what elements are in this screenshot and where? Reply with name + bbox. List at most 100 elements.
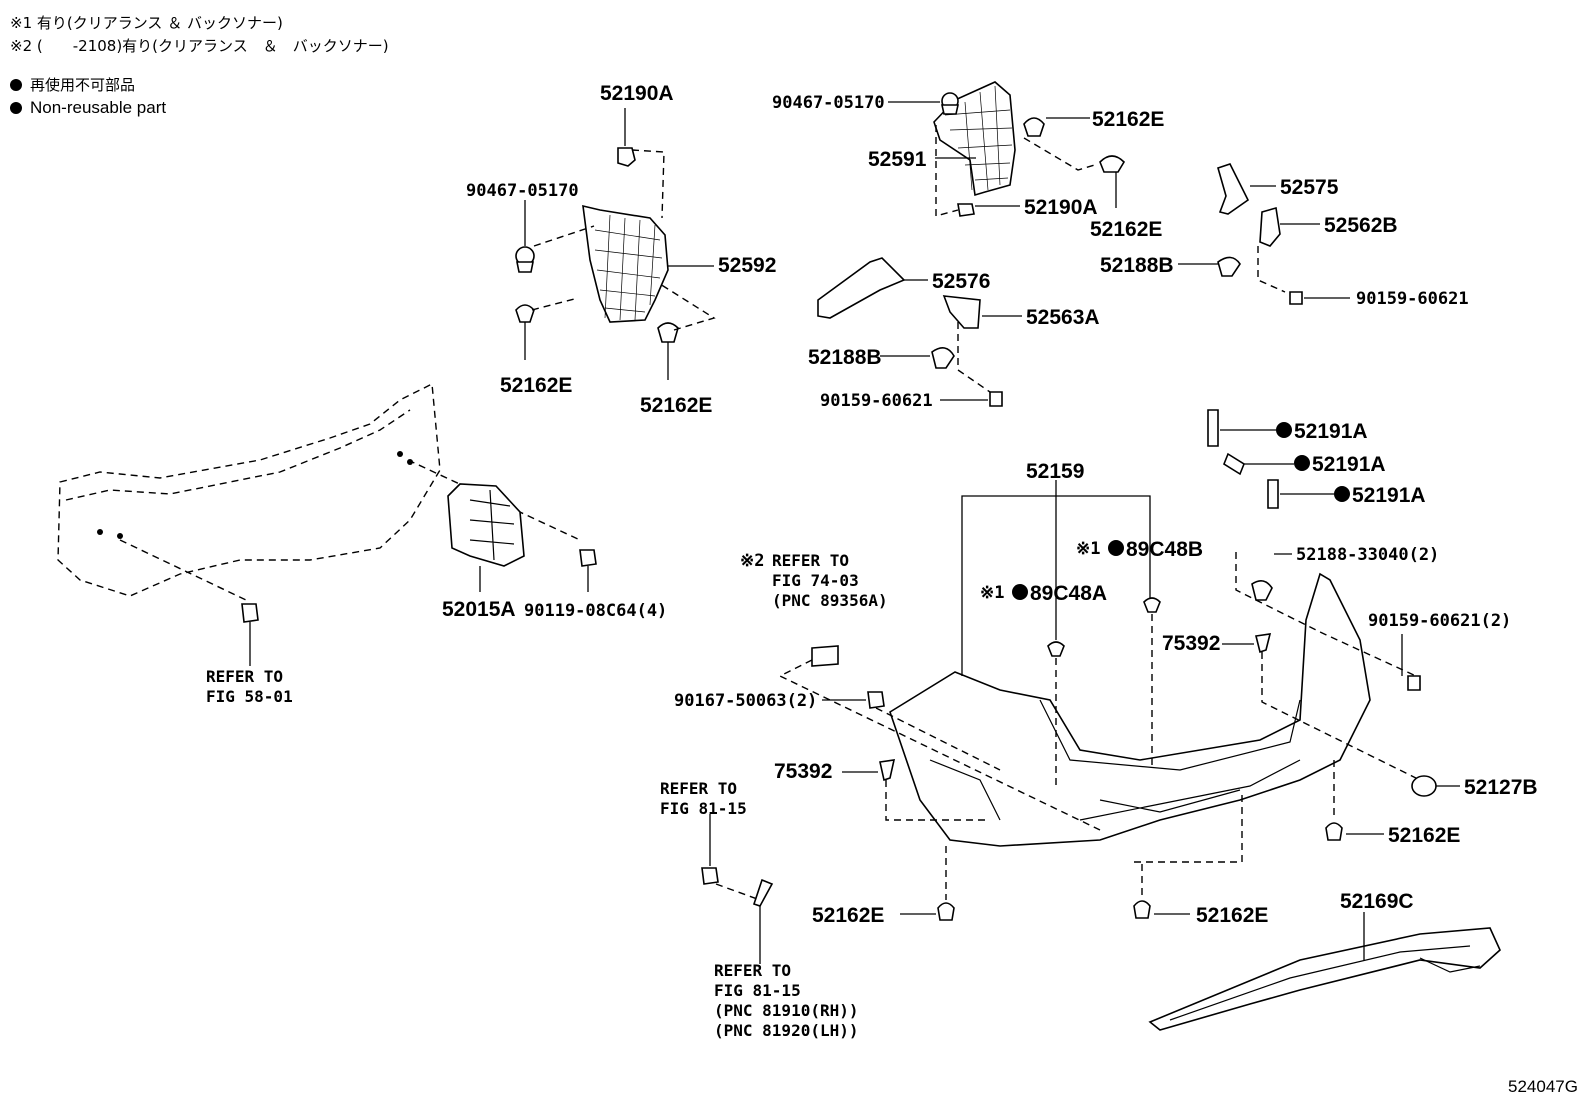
clip-52188B-left[interactable] xyxy=(931,347,955,369)
ref-81b-line2[interactable]: FIG 81-15 xyxy=(714,981,801,1000)
retainer-52563A[interactable] xyxy=(942,295,981,329)
label-52592: 52592 xyxy=(718,254,776,277)
bolt-90159-right[interactable] xyxy=(1289,291,1303,305)
bolt-90119[interactable] xyxy=(579,549,597,567)
label-52190A-right: 52190A xyxy=(1024,196,1098,219)
retainer-75392-left[interactable] xyxy=(879,759,896,782)
ref-81b-line4: (PNC 81920(LH)) xyxy=(714,1021,859,1040)
label-52162E-c: 52162E xyxy=(1092,108,1164,131)
legend-jp-text: 再使用不可部品 xyxy=(30,76,136,94)
label-75392-left: 75392 xyxy=(774,760,832,783)
label-52015A: 52015A xyxy=(442,598,516,621)
label-52563A: 52563A xyxy=(1026,306,1100,329)
label-52188-33040: 52188-33040(2) xyxy=(1296,545,1439,565)
ref-81a-line1[interactable]: REFER TO xyxy=(660,779,737,798)
retainer-52575[interactable] xyxy=(1217,163,1250,215)
filled-dot-icon xyxy=(10,102,22,114)
label-90167: 90167-50063(2) xyxy=(674,691,817,711)
seal-52191A-2[interactable] xyxy=(1223,452,1245,476)
bracket-52592[interactable] xyxy=(582,204,669,323)
nut-ref-81-15[interactable] xyxy=(701,867,719,885)
back-panel xyxy=(57,382,441,597)
screw-90167[interactable] xyxy=(867,691,885,709)
diffuser-52169C[interactable] xyxy=(1148,927,1501,1031)
clip-52188B-right[interactable] xyxy=(1217,256,1241,277)
ref-58-line1[interactable]: REFER TO xyxy=(206,667,283,686)
label-52169C: 52169C xyxy=(1340,890,1414,913)
ref-58-line2[interactable]: FIG 58-01 xyxy=(206,687,293,706)
sensor-89C48B[interactable] xyxy=(1143,597,1161,613)
note-clearance-sonar-1: ※1 有り(クリアランス ＆ バックソナー) xyxy=(10,14,283,32)
sensor-89C48A[interactable] xyxy=(1047,641,1065,657)
label-90119: 90119-08C64(4) xyxy=(524,601,667,621)
mark-note1-a: ※1 xyxy=(980,583,1004,603)
clip-52188-33040[interactable] xyxy=(1251,580,1273,601)
clip-90467-right[interactable] xyxy=(941,92,959,115)
bolt-90159-left[interactable] xyxy=(989,391,1003,407)
label-90159-right: 90159-60621 xyxy=(1356,289,1469,309)
mark-note1-b: ※1 xyxy=(1076,539,1100,559)
note-clearance-sonar-2: ※2 ( -2108)有り(クリアランス ＆ バックソナー) xyxy=(10,37,389,55)
clip-52162E-g[interactable] xyxy=(1325,822,1343,841)
clip-52162E-d[interactable] xyxy=(1099,155,1126,173)
label-52162E-a: 52162E xyxy=(500,374,572,397)
label-90467-left: 90467-05170 xyxy=(466,181,579,201)
legend-nonreusable-jp: 再使用不可部品 xyxy=(10,74,135,95)
label-52191A-3: 52191A xyxy=(1352,484,1426,507)
nonreusable-dot-icon xyxy=(1276,422,1292,438)
reflector-ref-81-15[interactable] xyxy=(752,878,774,907)
clip-52162E-b[interactable] xyxy=(657,322,679,343)
bolt-90159-2[interactable] xyxy=(1407,675,1421,691)
ref-74-line2[interactable]: FIG 74-03 xyxy=(772,571,859,590)
legend-en-text: Non-reusable part xyxy=(30,98,167,117)
clip-90467-left[interactable] xyxy=(515,246,535,273)
seal-52191A-1[interactable] xyxy=(1207,409,1219,447)
nonreusable-dot-icon xyxy=(1108,540,1124,556)
label-52162E-b: 52162E xyxy=(640,394,712,417)
filled-dot-icon xyxy=(10,79,22,91)
bumper-cover-52159[interactable] xyxy=(889,572,1371,847)
retainer-52576[interactable] xyxy=(817,257,906,319)
ref-74-line1[interactable]: REFER TO xyxy=(772,551,849,570)
legend-nonreusable-en: Non-reusable part xyxy=(10,98,166,118)
cover-ref-89356A[interactable] xyxy=(811,645,839,667)
label-52591: 52591 xyxy=(868,148,927,171)
label-52191A-2: 52191A xyxy=(1312,453,1386,476)
mark-note2: ※2 xyxy=(740,551,764,571)
label-52562B: 52562B xyxy=(1324,214,1398,237)
bolt-ref-58[interactable] xyxy=(241,603,259,623)
cap-52127B[interactable] xyxy=(1411,775,1437,797)
clip-52162E-a[interactable] xyxy=(515,304,535,323)
clip-52162E-c[interactable] xyxy=(1023,117,1045,137)
absorber-52015A[interactable] xyxy=(447,483,525,567)
label-52162E-f: 52162E xyxy=(1196,904,1268,927)
clip-52162E-e[interactable] xyxy=(937,902,955,921)
label-52162E-d: 52162E xyxy=(1090,218,1162,241)
clip-52190A-top[interactable] xyxy=(617,147,636,167)
seal-52191A-3[interactable] xyxy=(1267,479,1279,509)
diagram-id: 524047G xyxy=(1508,1077,1578,1096)
ref-81b-line1[interactable]: REFER TO xyxy=(714,961,791,980)
label-52159: 52159 xyxy=(1026,460,1084,483)
label-52190A-top: 52190A xyxy=(600,82,674,105)
label-52575: 52575 xyxy=(1280,176,1339,199)
retainer-52562B[interactable] xyxy=(1259,206,1281,247)
ref-81b-line3: (PNC 81910(RH)) xyxy=(714,1001,859,1020)
label-52162E-g: 52162E xyxy=(1388,824,1460,847)
label-75392-right: 75392 xyxy=(1162,632,1220,655)
nonreusable-dot-icon xyxy=(1334,486,1350,502)
label-90467-right: 90467-05170 xyxy=(772,93,885,113)
retainer-75392-right[interactable] xyxy=(1255,633,1272,654)
clip-52162E-f[interactable] xyxy=(1133,900,1151,919)
label-89C48B: 89C48B xyxy=(1126,538,1203,561)
ref-81a-line2[interactable]: FIG 81-15 xyxy=(660,799,747,818)
label-52188B-right: 52188B xyxy=(1100,254,1174,277)
label-52127B: 52127B xyxy=(1464,776,1538,799)
label-52162E-e: 52162E xyxy=(812,904,884,927)
label-52576: 52576 xyxy=(932,270,990,293)
ref-74-line3: (PNC 89356A) xyxy=(772,591,888,610)
label-89C48A: 89C48A xyxy=(1030,582,1107,605)
label-52188B-left: 52188B xyxy=(808,346,882,369)
clip-52190A-right[interactable] xyxy=(957,203,975,217)
